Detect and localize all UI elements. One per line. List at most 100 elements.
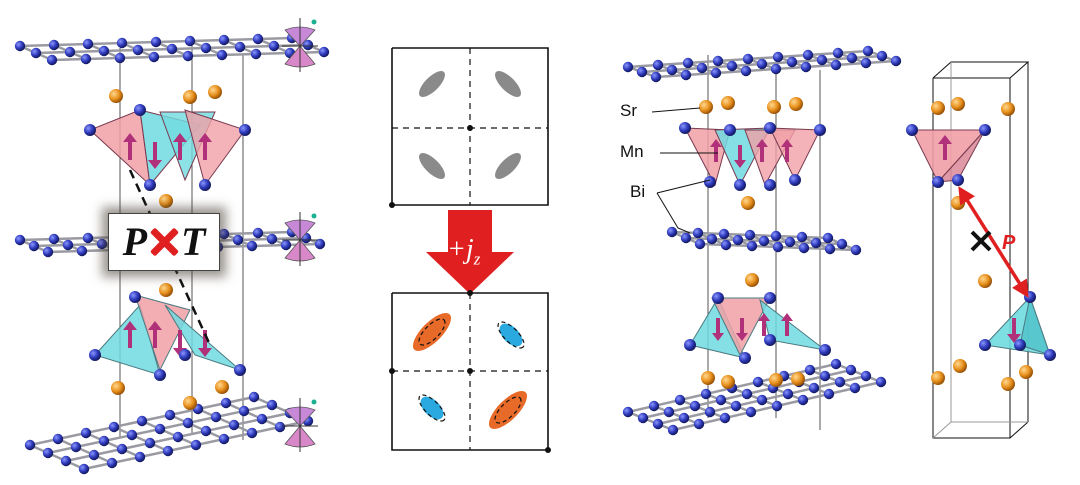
bi-atom [64,46,76,58]
tetra-lower [983,295,1051,356]
bi-atom [136,415,148,427]
bi-atom [184,35,196,47]
bi-atom [148,51,160,63]
mn-tetrahedra-lower [94,294,241,376]
bi-atom [162,445,174,457]
bi-atom [730,400,742,412]
bi-atom [210,411,222,423]
bi-atom [810,237,822,249]
bi-atom [200,42,212,54]
bi-atom [114,52,126,64]
bi-atom [682,57,694,69]
bi-atom [82,232,94,244]
bi-atom [182,50,194,62]
bi-atom [218,433,230,445]
bi-atom [30,47,42,59]
bi-atom [846,52,858,64]
bi-atom [696,62,708,74]
bi-atom [830,59,842,71]
bi-atom [266,399,278,411]
bi-atom [318,46,330,58]
bi-atom [28,240,40,252]
bi-atom [48,39,60,51]
bi-atom [48,233,60,245]
bi-atom [70,441,82,453]
bi-atoms-cell [906,124,1056,361]
dirac-cone-mid [282,212,318,266]
bi-atom [798,242,810,254]
bi-atom [712,55,724,67]
bi-atom [164,409,176,421]
bi-atom [250,48,262,60]
dirac-cone-bottom [282,398,318,452]
bi-atom [689,400,701,412]
bi-atom [832,47,844,59]
bi-atom [108,421,120,433]
bi-atom [232,234,244,246]
bi-atom [849,382,861,394]
bi-atom [834,376,846,388]
bi-atom [76,245,88,257]
bi-atom [302,39,314,51]
polarization-label: P [1002,232,1016,254]
bi-atom [700,388,712,400]
bi-atom [704,406,716,418]
bi-atom [218,34,230,46]
label-leader-lines [651,107,718,234]
bi-layer-top [622,45,902,83]
panel-brillouin-zones [389,47,551,453]
bi-atom [14,40,26,52]
bi-atom [252,33,264,45]
bi-atom [622,61,634,73]
label-bi: Bi [630,182,646,201]
bz-bottom [389,290,551,453]
bi-atom [650,71,662,83]
bi-atom [824,243,836,255]
bi-atom [706,233,718,245]
bi-atom [182,417,194,429]
mn-tetrahedra-upper [89,109,246,187]
bi-atom [60,455,72,467]
bi-atom [42,246,54,258]
bi-atom [200,425,212,437]
label-sr: Sr [620,101,637,120]
bi-atom [154,423,166,435]
bi-atom [796,231,808,243]
bi-atom [266,233,278,245]
bi-atom [144,437,156,449]
spin-arrows-cell [938,135,1021,343]
bi-atom [88,449,100,461]
bi-atom [78,463,90,475]
bi-atom [752,376,764,388]
bi-atom [836,238,848,250]
bi-atom [784,236,796,248]
bi-atom [666,64,678,76]
bi-atom [14,234,26,246]
bi-atom [692,227,704,239]
bi-atom [732,234,744,246]
bi-atom [190,439,202,451]
bi-atom [248,391,260,403]
bi-atom [726,60,738,72]
bi-atom [238,405,250,417]
bi-atom [740,65,752,77]
bi-atom [132,44,144,56]
bi-atom [116,37,128,49]
mn-tetrahedra-lower [689,296,826,359]
bi-atom [718,228,730,240]
bi-atom [772,51,784,63]
sr-atoms-right [699,96,805,389]
bi-atom [667,424,679,436]
bi-atom [678,412,690,424]
bi-atom [134,451,146,463]
bi-atom [742,53,754,65]
bi-layer-bottom [622,358,887,436]
current-arrow [426,210,514,294]
bi-atom [804,364,816,376]
bi-layer-bottom [24,391,314,475]
bi-atom [80,53,92,65]
bi-atom [770,63,782,75]
bi-atom [256,413,268,425]
bi-atom [756,58,768,70]
bi-atom [652,418,664,430]
